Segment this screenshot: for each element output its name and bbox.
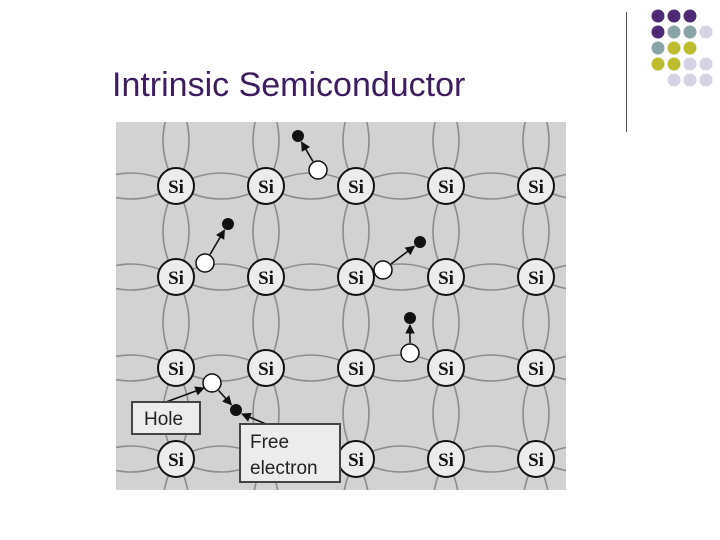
decoration-dot [651,9,665,23]
si-atom-label: Si [528,177,544,198]
si-atom [427,349,465,387]
slide-title: Intrinsic Semiconductor [112,66,466,104]
dot-grid-decoration-icon [651,9,713,87]
si-atom-label: Si [168,450,184,471]
hole-label-text: Hole [144,409,183,430]
bond-vertical [343,458,369,490]
electron-icon [404,312,416,324]
si-atom-label: Si [438,450,454,471]
bond-vertical [253,458,279,490]
decoration-dot [667,9,681,23]
si-atom [517,167,555,205]
si-atom [157,440,195,478]
si-atom [157,258,195,296]
bond-horizontal [535,355,566,381]
hole-icon [308,160,328,180]
decoration-dot [651,57,665,71]
si-atom-label: Si [528,359,544,380]
decoration-dot [699,73,713,87]
divider-line [626,12,627,132]
si-atom-label: Si [348,450,364,471]
bond-horizontal [535,264,566,290]
bond-vertical [163,458,189,490]
electron-icon [292,130,304,142]
silicon-lattice-diagram: SiSiSiSiSiSiSiSiSiSiSiSiSiSiSiSiSiSiSiSi… [116,122,566,490]
decoration-dot [683,9,697,23]
si-atom-label: Si [258,177,274,198]
decoration-dot [683,25,697,39]
electron-icon [414,236,426,248]
bond-horizontal [535,173,566,199]
hole-icon [373,260,393,280]
hole-icon [202,373,222,393]
decoration-dot [651,25,665,39]
hole-icon [195,253,215,273]
bond-vertical [433,458,459,490]
si-atom-label: Si [168,177,184,198]
si-atom [157,349,195,387]
si-atom-label: Si [438,268,454,289]
bond-horizontal [535,446,566,472]
carrier-arrow [300,141,314,162]
electron-icon [222,218,234,230]
si-atom-label: Si [168,268,184,289]
decoration-dot [683,57,697,71]
decoration-dot [683,41,697,55]
si-atom-label: Si [258,359,274,380]
charge-carriers [165,130,426,425]
si-atom-label: Si [438,359,454,380]
free-electron-label-line2: electron [250,458,318,479]
si-atom [427,258,465,296]
carrier-arrow [209,229,226,255]
decoration-dot [667,57,681,71]
decoration-dot [683,73,697,87]
carrier-arrow [390,245,416,265]
si-atom-label: Si [528,268,544,289]
free-electron-label-line1: Free [250,432,289,453]
si-atom-label: Si [348,359,364,380]
decoration-dot [699,57,713,71]
si-atom-label: Si [258,268,274,289]
si-atom [247,167,285,205]
decoration-dot [667,41,681,55]
hole-label: Hole [131,401,201,435]
si-atom-label: Si [438,177,454,198]
si-atom [247,349,285,387]
si-atom [517,258,555,296]
electron-icon [230,404,242,416]
si-atom-label: Si [168,359,184,380]
si-atom [337,349,375,387]
decoration-dot [699,25,713,39]
si-atom [427,440,465,478]
hole-icon [400,343,420,363]
decoration-dot [651,41,665,55]
decoration-dot [667,25,681,39]
electron-pointer-line [241,412,267,425]
si-atom-label: Si [528,450,544,471]
si-atom [517,440,555,478]
hole-pointer-line [165,386,205,403]
carrier-arrow [218,389,232,406]
si-atom [157,167,195,205]
decoration-dot [667,73,681,87]
si-atom [337,258,375,296]
si-atom [427,167,465,205]
si-atom [517,349,555,387]
si-atom [337,167,375,205]
si-atom-label: Si [348,268,364,289]
si-atom-label: Si [348,177,364,198]
bond-vertical [523,458,549,490]
free-electron-label: Free electron [239,423,341,483]
si-atom [247,258,285,296]
